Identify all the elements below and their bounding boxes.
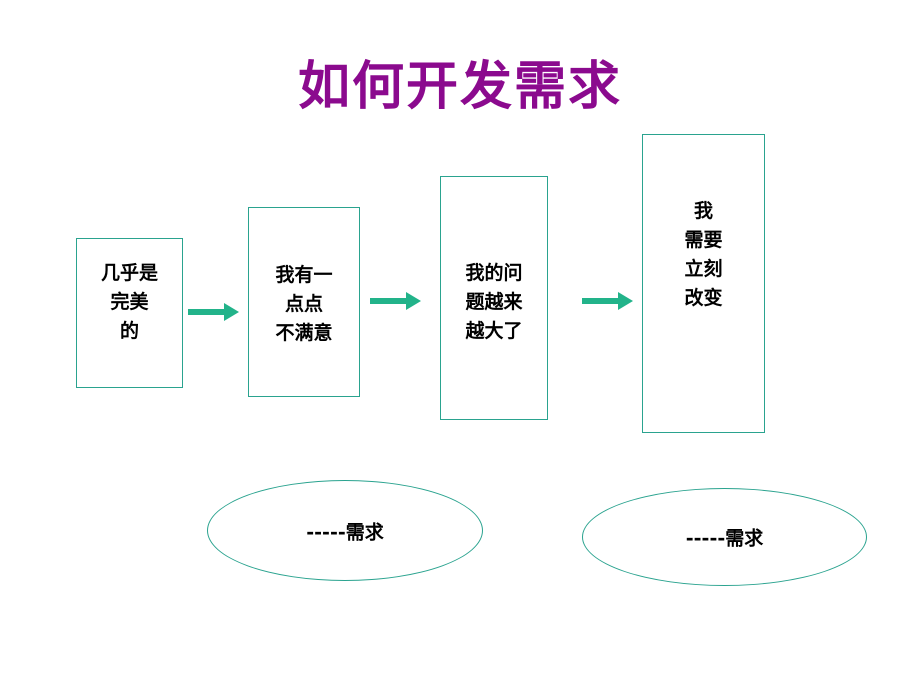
requirement-label-1: -----需求 — [306, 521, 384, 543]
stage-box-2: 我有一 点点 不满意 — [248, 207, 360, 397]
stage-box-1: 几乎是 完美 的 — [76, 238, 183, 388]
requirement-label-2: -----需求 — [685, 527, 764, 550]
requirement-oval-1: -----需求 — [207, 480, 483, 581]
stage-text-2: 我有一 点点 不满意 — [275, 264, 333, 344]
slide-title: 如何开发需求 — [297, 57, 622, 117]
stage-text-4: 我 需要 立刻 改变 — [684, 200, 723, 309]
stage-text-1: 几乎是 完美 的 — [100, 262, 158, 342]
right-arrow-icon — [370, 292, 421, 310]
right-arrow-icon — [188, 303, 239, 321]
stage-text-3: 我的问 题越来 越大了 — [465, 262, 523, 342]
right-arrow-icon — [582, 292, 633, 310]
stage-box-4: 我 需要 立刻 改变 — [642, 134, 765, 433]
requirement-oval-2: -----需求 — [582, 488, 867, 586]
stage-box-3: 我的问 题越来 越大了 — [440, 176, 548, 420]
